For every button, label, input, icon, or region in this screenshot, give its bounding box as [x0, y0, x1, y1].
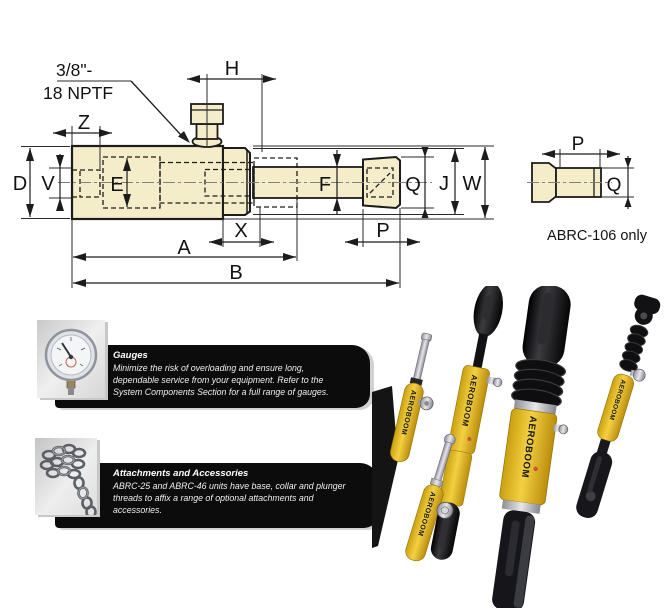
attachments-line-1: ABRC-25 and ABRC-46 units have base, col… — [113, 481, 346, 491]
dim-D: D — [13, 173, 27, 195]
product-clevis-ram: AEROBOOM — [576, 294, 661, 518]
product-medium-ram: AEROBOOM — [430, 286, 503, 560]
gauges-line-2: dependable service from your equipment. … — [113, 374, 324, 385]
chain-photo — [35, 438, 97, 519]
port-label-line1: 3/8"- — [56, 60, 93, 80]
dim-F: F — [319, 174, 331, 196]
info-card-gauges: Gauges Minimize the risk of overloading … — [55, 345, 370, 408]
info-card-attachments: Attachments and Accessories ABRC-25 and … — [55, 463, 378, 528]
attachments-line-2: threads to affix a range of optional att… — [113, 492, 314, 503]
detail-dim-P: P — [572, 134, 585, 155]
dimension-labels: D V E F Q J W H Z X A B P P Q — [13, 58, 622, 284]
dim-P: P — [376, 220, 389, 242]
product-large-ram: AEROBOOM — [492, 286, 571, 608]
gauges-text: Gauges Minimize the risk of overloading … — [113, 350, 363, 398]
port-label: 3/8"- 18 NPTF — [43, 60, 113, 103]
product-small-ram-1: AEROBOOM — [390, 332, 434, 463]
gauges-title: Gauges — [113, 350, 148, 361]
product-small-ram-2: AEROBOOM — [405, 433, 456, 562]
arrowheads — [26, 75, 632, 287]
dim-W: W — [463, 173, 482, 195]
detail-caption: ABRC-106 only — [547, 228, 648, 244]
dim-A: A — [177, 237, 191, 259]
attachments-line-3: accessories. — [113, 504, 162, 515]
dim-E: E — [110, 174, 123, 196]
dim-V: V — [41, 173, 55, 195]
dim-Z: Z — [78, 112, 90, 134]
chain-illustration — [35, 438, 97, 519]
dim-H: H — [225, 58, 239, 80]
pressure-gauge-photo — [37, 320, 105, 398]
gauges-line-1: Minimize the risk of overloading and ens… — [113, 363, 305, 373]
port-label-line2: 18 NPTF — [43, 83, 113, 103]
product-photo-collage: AEROBOOM AEROBOOM AEROBOOM — [372, 286, 661, 608]
cylinder-saddle — [222, 147, 251, 216]
cropped-cylinder-wedge — [372, 386, 398, 548]
dim-B: B — [229, 262, 242, 284]
technical-drawing: D V E F Q J W H Z X A B P P Q 3/8"- 18 N… — [13, 58, 648, 288]
pressure-gauge-illustration — [37, 320, 105, 398]
dim-Q: Q — [405, 174, 421, 196]
attachments-text: Attachments and Accessories ABRC-25 and … — [113, 468, 363, 516]
dim-X: X — [234, 220, 247, 242]
detail-dim-Q: Q — [607, 175, 622, 196]
gauges-line-3: System Components Section for a full ran… — [113, 386, 329, 397]
extension-lines — [21, 74, 634, 288]
dim-J: J — [439, 173, 449, 195]
attachments-title: Attachments and Accessories — [113, 468, 249, 479]
